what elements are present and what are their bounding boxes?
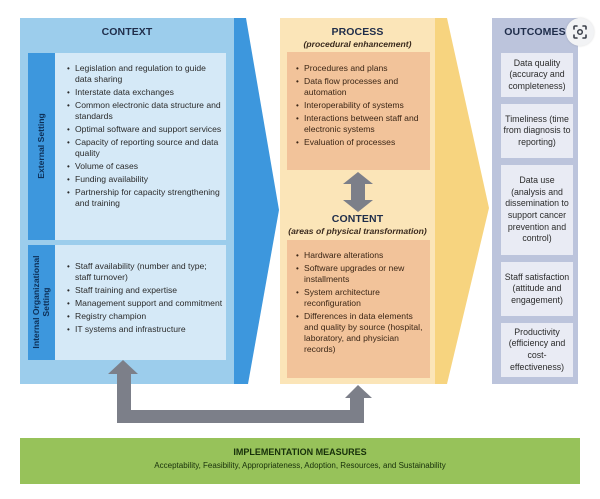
- list-item: Procedures and plans: [296, 63, 428, 74]
- list-item: Funding availability: [67, 174, 225, 185]
- lens-scan-button[interactable]: [566, 18, 594, 46]
- list-item: Hardware alterations: [296, 250, 424, 261]
- implementation-subtitle: Acceptability, Feasibility, Appropriaten…: [154, 461, 446, 470]
- content-subtitle: (areas of physical transformation): [288, 226, 427, 236]
- list-item: Legislation and regulation to guide data…: [67, 63, 225, 85]
- implementation-measures-band: IMPLEMENTATION MEASURES Acceptability, F…: [20, 438, 580, 484]
- process-subtitle: (procedural enhancement): [303, 39, 412, 49]
- outcome-timeliness: Timeliness (time from diagnosis to repor…: [501, 104, 573, 158]
- process-list: Procedures and plans Data flow processes…: [296, 63, 428, 150]
- list-item: Evaluation of processes: [296, 137, 428, 148]
- outcome-staff-satisfaction: Staff satisfaction (attitude and engagem…: [501, 262, 573, 316]
- internal-setting-box: Staff availability (number and type; sta…: [55, 245, 226, 360]
- external-setting-label: External Setting: [36, 113, 46, 179]
- list-item: Data flow processes and automation: [296, 76, 428, 98]
- internal-setting-label: Internal Organizational Setting: [31, 242, 51, 362]
- external-setting-box: Legislation and regulation to guide data…: [55, 53, 226, 240]
- list-item: Interactions between staff and electroni…: [296, 113, 428, 135]
- list-item: System architecture reconfiguration: [296, 287, 424, 309]
- internal-setting-label-line1: Internal Organizational: [31, 255, 41, 349]
- list-item: Registry champion: [67, 311, 225, 322]
- context-title: CONTEXT: [101, 26, 153, 38]
- list-item: Partnership for capacity strengthening a…: [67, 187, 225, 209]
- internal-setting-label-line2: Setting: [41, 287, 51, 317]
- process-title: PROCESS: [331, 26, 384, 38]
- list-item: Differences in data elements and quality…: [296, 311, 424, 355]
- context-arrow-shape: [232, 18, 279, 384]
- content-title: CONTENT: [331, 213, 384, 225]
- implementation-title: IMPLEMENTATION MEASURES: [233, 447, 367, 457]
- external-label-strip: [28, 53, 62, 240]
- internal-label-strip: [28, 245, 62, 360]
- process-box: Procedures and plans Data flow processes…: [287, 52, 430, 170]
- internal-setting-list: Staff availability (number and type; sta…: [67, 261, 225, 337]
- outcome-data-use: Data use (analysis and dissemination to …: [501, 165, 573, 255]
- external-setting-list: Legislation and regulation to guide data…: [67, 63, 225, 211]
- list-item: Staff training and expertise: [67, 285, 225, 296]
- list-item: Capacity of reporting source and data qu…: [67, 137, 225, 159]
- outcomes-title: OUTCOMES: [504, 26, 566, 38]
- list-item: Volume of cases: [67, 161, 225, 172]
- feedback-connector-arrow: [108, 360, 372, 423]
- list-item: Optimal software and support services: [67, 124, 225, 135]
- list-item: Management support and commitment: [67, 298, 225, 309]
- lens-scan-icon: [573, 25, 587, 39]
- outcome-productivity: Productivity (efficiency and cost-effect…: [501, 323, 573, 377]
- process-arrow-shape: [432, 18, 489, 384]
- list-item: Interoperability of systems: [296, 100, 428, 111]
- outcome-data-quality: Data quality (accuracy and completeness): [501, 53, 573, 97]
- list-item: Common electronic data structure and sta…: [67, 100, 225, 122]
- list-item: Staff availability (number and type; sta…: [67, 261, 225, 283]
- content-list: Hardware alterations Software upgrades o…: [296, 250, 424, 357]
- list-item: Software upgrades or new installments: [296, 263, 424, 285]
- list-item: IT systems and infrastructure: [67, 324, 225, 335]
- list-item: Interstate data exchanges: [67, 87, 225, 98]
- content-box: Hardware alterations Software upgrades o…: [287, 240, 430, 378]
- double-arrow-icon: [343, 172, 373, 212]
